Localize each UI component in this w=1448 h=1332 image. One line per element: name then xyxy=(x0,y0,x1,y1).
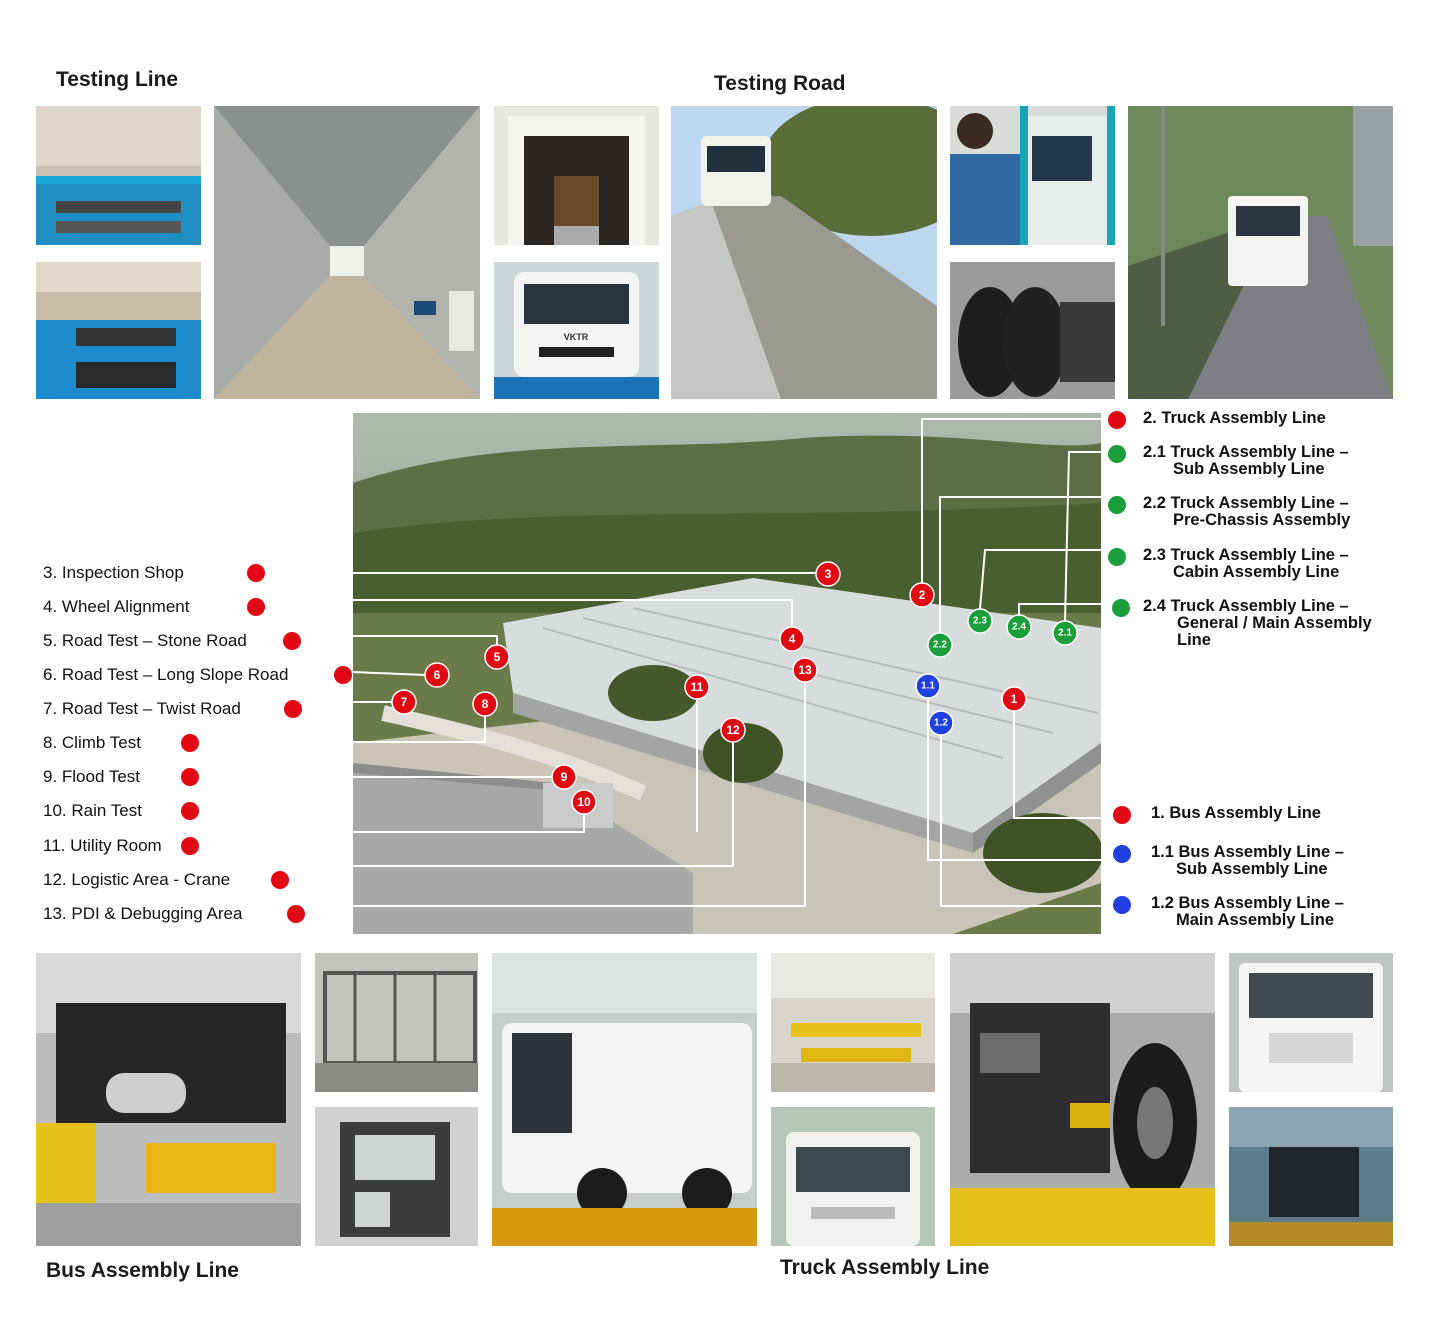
legend-left-label: 10. Rain Test xyxy=(43,801,142,820)
photo-stone-road-truck xyxy=(1128,106,1393,399)
legend-right-label: 1.1 Bus Assembly Line –Sub Assembly Line xyxy=(1151,844,1344,878)
legend-left-label: 11. Utility Room xyxy=(43,836,162,855)
legend-right-line2: Sub Assembly Line xyxy=(1173,460,1325,478)
legend-left-dot xyxy=(271,871,289,889)
photo-truck-cab-front xyxy=(771,1107,935,1246)
legend-right-label: 2. Truck Assembly Line xyxy=(1143,410,1326,427)
legend-right-dot xyxy=(1108,496,1126,514)
legend-right-line2: Main Assembly Line xyxy=(1176,911,1335,929)
legend-right-label: 2.3 Truck Assembly Line –Cabin Assembly … xyxy=(1143,547,1349,581)
legend-right-line1: 2.2 Truck Assembly Line – xyxy=(1143,494,1349,512)
legend-right-dot xyxy=(1108,445,1126,463)
legend-left-label: 3. Inspection Shop xyxy=(43,563,184,582)
photo-truck-jigs xyxy=(771,953,935,1092)
legend-right-label: 1. Bus Assembly Line xyxy=(1151,805,1321,822)
legend-right-label: 2.1 Truck Assembly Line –Sub Assembly Li… xyxy=(1143,444,1349,478)
legend-right-line1: 2.1 Truck Assembly Line – xyxy=(1143,443,1349,461)
legend-right-dot xyxy=(1108,411,1126,429)
legend-left-label: 8. Climb Test xyxy=(43,733,141,752)
legend-right-label: 1.2 Bus Assembly Line –Main Assembly Lin… xyxy=(1151,895,1344,929)
legend-right-line1: 2.3 Truck Assembly Line – xyxy=(1143,546,1349,564)
photo-testing-hall xyxy=(214,106,480,399)
photo-bus-body xyxy=(492,953,757,1246)
testing-line-heading: Testing Line xyxy=(56,68,179,91)
legend-left-dot xyxy=(284,700,302,718)
legend-right-line2: General / Main Assembly xyxy=(1177,614,1372,632)
bus-brand-text: VKTR xyxy=(564,332,589,342)
photo-bus-frame xyxy=(315,953,478,1092)
legend-left-dot xyxy=(334,666,352,684)
legend-left-label: 5. Road Test – Stone Road xyxy=(43,631,247,650)
photo-rain-test-booth xyxy=(494,106,659,245)
legend-right-dot xyxy=(1113,845,1131,863)
legend-right-line1: 2.4 Truck Assembly Line – xyxy=(1143,597,1349,615)
legend-left-label: 6. Road Test – Long Slope Road xyxy=(43,665,289,684)
legend-right-line2: Sub Assembly Line xyxy=(1176,860,1328,878)
photo-bus-chassis xyxy=(36,953,301,1246)
legend-left-dot xyxy=(287,905,305,923)
legend-right-line2: Pre-Chassis Assembly xyxy=(1173,511,1351,529)
legend-left-label: 7. Road Test – Twist Road xyxy=(43,699,241,718)
legend-left-dot xyxy=(181,734,199,752)
legend-right-line1: 2. Truck Assembly Line xyxy=(1143,409,1326,427)
legend-right-dot xyxy=(1112,599,1130,617)
legend-left-label: 12. Logistic Area - Crane xyxy=(43,870,231,889)
photo-test-rollers-bottom xyxy=(36,262,201,399)
photo-cabin-shell xyxy=(315,1107,478,1246)
photo-test-rollers-top xyxy=(36,106,201,245)
legend-left-dot xyxy=(181,802,199,820)
legend-left-dot xyxy=(247,598,265,616)
legend-right-label: 2.4 Truck Assembly Line –General / Main … xyxy=(1143,598,1372,649)
legend-right-dot xyxy=(1113,806,1131,824)
legend-right-line1: 1. Bus Assembly Line xyxy=(1151,804,1321,822)
bus-assembly-line-heading: Bus Assembly Line xyxy=(46,1259,239,1282)
photo-engine-hoist xyxy=(1229,1107,1393,1246)
photo-truck-cab-white xyxy=(1229,953,1393,1092)
legend-left-label: 9. Flood Test xyxy=(43,767,141,786)
legend-left-dot xyxy=(181,837,199,855)
legend-left-label: 4. Wheel Alignment xyxy=(43,597,190,616)
photo-truck-wheels xyxy=(950,262,1115,399)
legend-right-line1: 1.2 Bus Assembly Line – xyxy=(1151,894,1344,912)
aerial-factory-photo xyxy=(353,413,1101,934)
legend-left-dot xyxy=(283,632,301,650)
legend-left-dot xyxy=(247,564,265,582)
legend-right-label: 2.2 Truck Assembly Line –Pre-Chassis Ass… xyxy=(1143,495,1350,529)
legend-right-line2: Cabin Assembly Line xyxy=(1173,563,1340,581)
legend-left-label: 13. PDI & Debugging Area xyxy=(43,904,243,923)
legend-right-line1: 1.1 Bus Assembly Line – xyxy=(1151,843,1344,861)
photo-operator-console xyxy=(950,106,1115,245)
legend-right-line3: Line xyxy=(1177,631,1211,649)
legend-left-dot xyxy=(181,768,199,786)
truck-assembly-line-heading: Truck Assembly Line xyxy=(780,1256,990,1279)
photo-bus-on-dyno: VKTR xyxy=(494,262,659,399)
photo-truck-chassis xyxy=(950,953,1215,1246)
legend-right-dot xyxy=(1108,548,1126,566)
photo-slope-road xyxy=(671,106,937,399)
legend-right-dot xyxy=(1113,896,1131,914)
testing-road-heading: Testing Road xyxy=(714,72,846,95)
